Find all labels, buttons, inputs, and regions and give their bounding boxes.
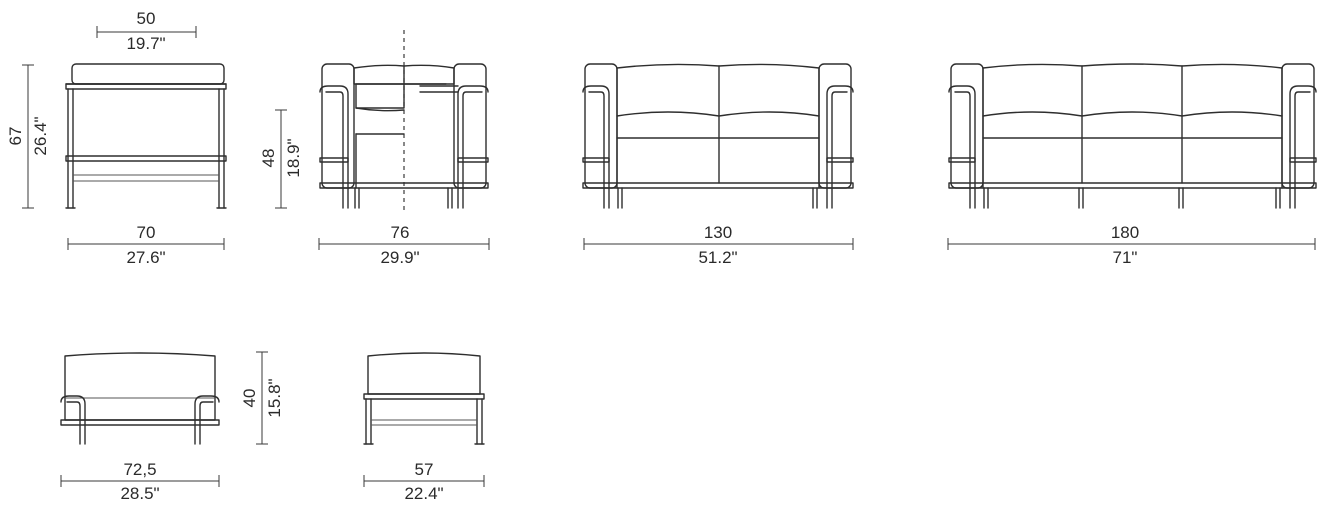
ottoman-side-drawing (363, 352, 485, 445)
dim-sofa-3-width: 180 71" (947, 223, 1316, 267)
dim-armchair-side-width: 70 27.6" (67, 223, 225, 267)
label-ottoman-depth-in: 22.4" (404, 484, 443, 503)
label-side-width-in: 27.6" (126, 248, 165, 267)
sofa-3-seat-drawing (948, 63, 1317, 209)
ottoman-front-drawing (60, 352, 220, 445)
armchair-front-view: 48 18.9" (259, 30, 490, 267)
sofa-2-seat-view: 130 51.2" (582, 63, 854, 267)
armchair-side-view: 50 19.7" 67 26.4" (6, 9, 227, 267)
label-sofa3-cm: 180 (1111, 223, 1139, 242)
label-ottoman-width-cm: 72,5 (123, 460, 156, 479)
dim-armchair-depth: 50 19.7" (96, 9, 197, 53)
label-seat-height-cm: 48 (259, 149, 278, 168)
sofa-3-seat-view: 180 71" (947, 63, 1317, 267)
label-seat-height-in: 18.9" (284, 138, 303, 177)
label-front-width-in: 29.9" (380, 248, 419, 267)
label-depth-in: 19.7" (126, 34, 165, 53)
armchair-side-drawing (65, 63, 227, 209)
ottoman-front-view: 72,5 28.5" 40 15.8" (60, 351, 284, 503)
label-front-width-cm: 76 (391, 223, 410, 242)
label-ottoman-height-in: 15.8" (265, 378, 284, 417)
label-ottoman-height-cm: 40 (240, 389, 259, 408)
label-sofa2-cm: 130 (704, 223, 732, 242)
sofa-2-seat-drawing (582, 63, 854, 209)
label-ottoman-depth-cm: 57 (415, 460, 434, 479)
label-depth-cm: 50 (137, 9, 156, 28)
dim-ottoman-width: 72,5 28.5" (60, 460, 220, 503)
dim-ottoman-height: 40 15.8" (240, 351, 284, 445)
label-height-in: 26.4" (31, 116, 50, 155)
label-height-cm: 67 (6, 127, 25, 146)
armchair-front-drawing (319, 63, 489, 209)
dim-armchair-front-width: 76 29.9" (318, 223, 490, 267)
dim-seat-height: 48 18.9" (259, 109, 303, 209)
dim-sofa-2-width: 130 51.2" (583, 223, 854, 267)
label-side-width-cm: 70 (137, 223, 156, 242)
label-ottoman-width-in: 28.5" (120, 484, 159, 503)
dim-ottoman-depth: 57 22.4" (363, 460, 485, 503)
dim-armchair-height: 67 26.4" (6, 64, 50, 209)
label-sofa2-in: 51.2" (698, 248, 737, 267)
ottoman-side-view: 57 22.4" (363, 352, 485, 503)
label-sofa3-in: 71" (1113, 248, 1138, 267)
